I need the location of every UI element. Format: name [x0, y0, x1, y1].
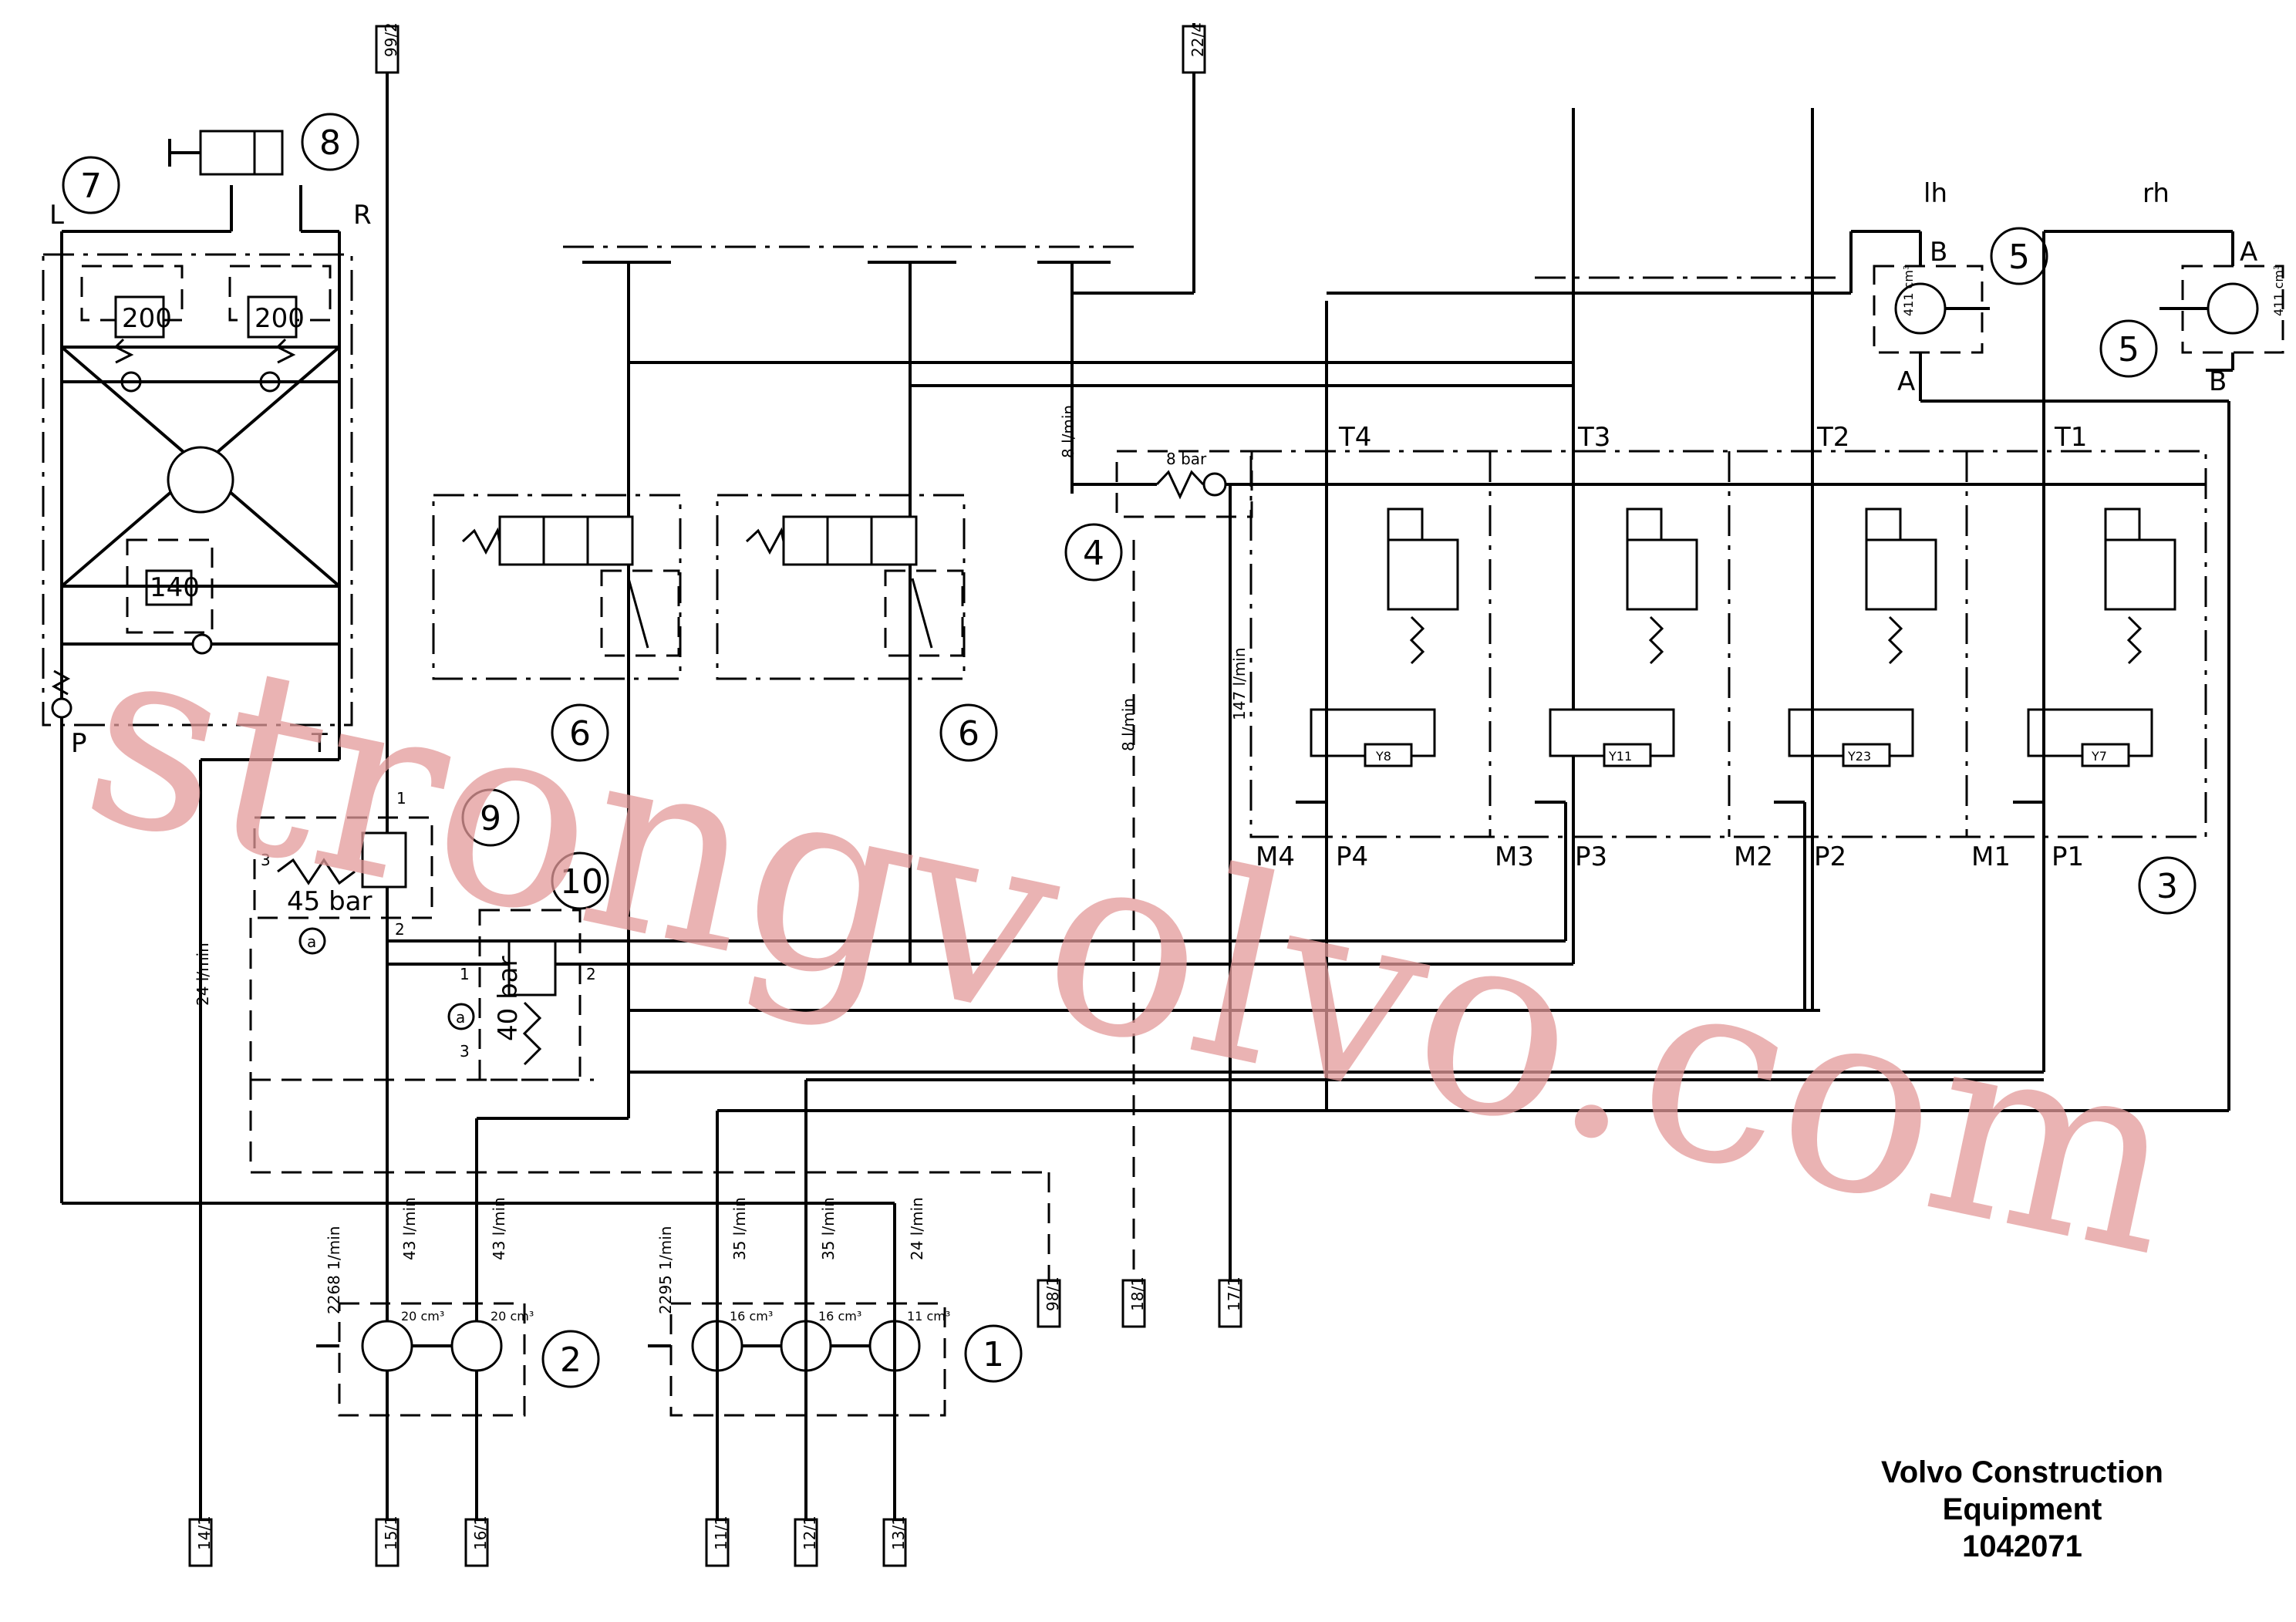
motor2-port-B: B [2209, 366, 2227, 397]
valve10-port1: 1 [460, 965, 470, 983]
component-4-label: 4 [1083, 534, 1104, 573]
port-M1: M1 [1971, 841, 2011, 872]
flow-147: 147 l/min [1230, 647, 1249, 720]
title-block: Volvo Construction Equipment 1042071 [1881, 1455, 2163, 1563]
steering-L-label: L [49, 200, 64, 231]
connector-17-1: 17/1 [1225, 1276, 1243, 1311]
relief-200-left-label: 200 [122, 303, 172, 334]
valve9-mark-a: a [307, 932, 316, 951]
solenoid-Y7: Y7 [2091, 749, 2107, 764]
pump-16b-disp: 16 cm³ [818, 1309, 861, 1324]
flow-43-a: 43 l/min [400, 1197, 419, 1260]
connector-16-1: 16/1 [471, 1516, 490, 1550]
port-P3: P3 [1575, 841, 1607, 872]
steering-T-label: T [311, 728, 328, 759]
flow-8-mid: 8 l/min [1119, 698, 1138, 751]
directional-valve-right: 6 [716, 261, 1111, 762]
motor2-displacement: 411 cm³ [2271, 265, 2286, 316]
connector-11-1: 11/1 [712, 1516, 730, 1550]
port-M2: M2 [1734, 841, 1773, 872]
valve9-port2: 2 [395, 920, 405, 939]
motor1-port-B: B [1930, 237, 1947, 268]
valve-9: 1 3 2 45 bar a 9 [253, 788, 520, 955]
valve10-port2: 2 [586, 965, 596, 983]
connector-14-1: 14/1 [195, 1516, 214, 1550]
connector-22-4: 22/4 [1188, 22, 1207, 57]
pump-group-1: 16 cm³ 16 cm³ 11 cm³ 2295 1/min 35 l/min… [648, 1078, 2044, 1543]
component-5a-label: 5 [2008, 238, 2030, 277]
solenoid-Y23: Y23 [1847, 749, 1871, 764]
component-2-label: 2 [560, 1340, 582, 1380]
motor1-port-A: A [1897, 366, 1915, 397]
valve10-mark-a: a [456, 1008, 465, 1027]
valve10-port3: 3 [460, 1042, 470, 1061]
flow-24-left: 24 l/min [194, 943, 212, 1006]
component-9-label: 9 [480, 799, 501, 838]
component-8-label: 8 [319, 123, 341, 163]
pump-20b-disp: 20 cm³ [491, 1309, 534, 1324]
travel-motors: lh rh B A 411 cm³ 5 A B 411 cm³ 5 [1327, 178, 2286, 1112]
flow-8-top: 8 l/min [1059, 405, 1077, 458]
motor-lh-label: lh [1923, 178, 1947, 209]
component-6b-label: 6 [958, 714, 979, 754]
connector-15-1: 15/1 [382, 1516, 400, 1550]
connector-99-2: 99/2 [382, 22, 400, 57]
port-T3: T3 [1577, 422, 1610, 453]
connector-tags: 99/2 22/4 98/1 18/1 17/1 14/1 15/1 16/1 … [188, 22, 1243, 1567]
port-M3: M3 [1495, 841, 1534, 872]
connector-13-1: 13/1 [889, 1516, 908, 1550]
motor1-displacement: 411 cm³ [1901, 265, 1916, 316]
flow-35-a: 35 l/min [730, 1197, 749, 1260]
valve9-port3: 3 [261, 851, 271, 869]
flow-35-b: 35 l/min [819, 1197, 838, 1260]
solenoid-Y8: Y8 [1375, 749, 1391, 764]
connector-12-1: 12/1 [801, 1516, 819, 1550]
motor2-port-A: A [2240, 237, 2257, 268]
solenoid-Y11: Y11 [1608, 749, 1632, 764]
flow-24-pump: 24 l/min [908, 1197, 926, 1260]
part-number: 1042071 [1962, 1529, 2082, 1563]
valve9-port1: 1 [396, 789, 406, 808]
component-6a-label: 6 [569, 714, 591, 754]
valve9-pressure: 45 bar [287, 886, 372, 917]
connector-18-1: 18/1 [1128, 1276, 1147, 1311]
port-T1: T1 [2054, 422, 2087, 453]
relief-200-right-label: 200 [255, 303, 305, 334]
port-P4: P4 [1336, 841, 1368, 872]
port-M4: M4 [1256, 841, 1295, 872]
component-1-label: 1 [983, 1335, 1004, 1374]
motor-rh-label: rh [2143, 178, 2170, 209]
valve10-pressure: 40 bar [493, 956, 524, 1041]
steering-unit: 200 200 140 L R P T 7 [42, 156, 372, 759]
component-3-label: 3 [2156, 867, 2178, 906]
port-P2: P2 [1814, 841, 1846, 872]
pump-group2-rpm: 2268 1/min [325, 1226, 343, 1314]
steering-R-label: R [353, 200, 372, 231]
port-T2: T2 [1816, 422, 1849, 453]
pump-11-disp: 11 cm³ [907, 1309, 950, 1324]
port-P1: P1 [2052, 841, 2084, 872]
title-line1: Volvo Construction [1881, 1455, 2163, 1489]
pump-20a-disp: 20 cm³ [401, 1309, 444, 1324]
steering-cylinder: 8 [168, 113, 359, 176]
component-5b-label: 5 [2118, 330, 2139, 369]
connector-98-1: 98/1 [1043, 1276, 1062, 1311]
pump-16a-disp: 16 cm³ [730, 1309, 773, 1324]
component-7-label: 7 [80, 167, 102, 206]
component-10-label: 10 [560, 862, 603, 902]
pump-group1-rpm: 2295 1/min [656, 1226, 675, 1314]
pump-group-2: 20 cm³ 20 cm³ 2268 1/min 43 l/min 43 l/m… [316, 1197, 600, 1417]
directional-valve-left: 6 [432, 245, 1134, 762]
check-valve-pressure: 8 bar [1166, 450, 1207, 468]
port-T4: T4 [1338, 422, 1371, 453]
title-line2: Equipment [1943, 1492, 2102, 1526]
steering-P-label: P [71, 728, 87, 759]
flow-43-b: 43 l/min [490, 1197, 508, 1260]
valve-block-3: T4 T3 T2 T1 Y8 M4 P4 Y11 M3 P3 Y23 [387, 108, 2207, 1111]
